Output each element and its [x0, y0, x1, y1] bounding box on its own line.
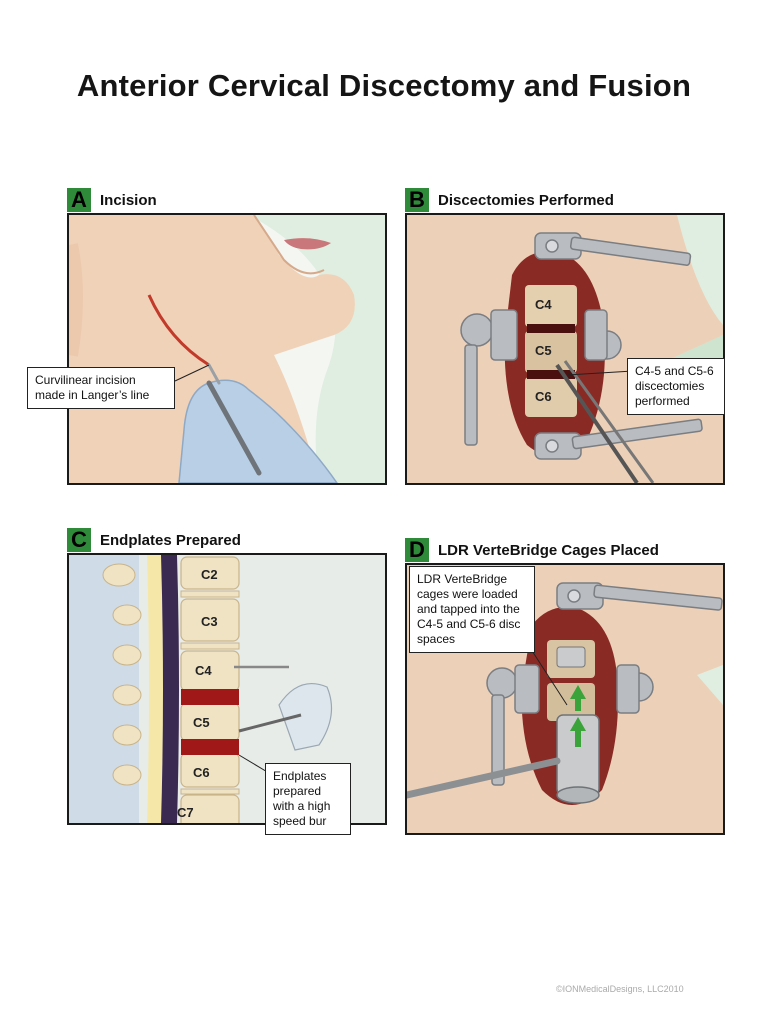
retractor-top [534, 232, 692, 266]
label-c4: C4 [195, 663, 212, 678]
label-c7: C7 [177, 805, 194, 820]
panel-b-title: Discectomies Performed [438, 191, 614, 209]
panel-b-header: B Discectomies Performed [405, 188, 614, 212]
panel-d-letter: D [405, 538, 429, 562]
spine-illustration: C2 C3 C4 C5 C6 C7 [69, 555, 385, 823]
label-c3: C3 [201, 614, 218, 629]
retractor-bottom [534, 418, 703, 460]
panel-a-letter: A [67, 188, 91, 212]
disc-c4-5 [181, 689, 239, 705]
retractor-left [486, 664, 540, 786]
panel-b-illustration: C4 C5 C6 [405, 213, 725, 485]
skin-area [69, 215, 355, 483]
panel-a-illustration [67, 213, 387, 485]
arrow-up-icon [570, 717, 586, 747]
panel-d-illustration [405, 563, 725, 835]
ligament [161, 555, 179, 823]
panel-b: B Discectomies Performed C4 C5 C6 [405, 188, 735, 500]
spinal-cord [147, 555, 163, 823]
scalpel [206, 380, 262, 476]
disc-c5-6 [181, 739, 239, 755]
retractor-right [616, 664, 654, 714]
lips [284, 238, 331, 250]
high-speed-bur [238, 713, 302, 733]
panel-a-title: Incision [100, 191, 157, 209]
panel-d-header: D LDR VerteBridge Cages Placed [405, 538, 659, 562]
gloved-hand [278, 683, 333, 751]
vertebra-c6 [525, 377, 577, 417]
cage-inserter [556, 685, 600, 804]
panel-b-callout: C4-5 and C5-6 discectomies performed [627, 358, 725, 415]
panel-c-letter: C [67, 528, 91, 552]
gloved-hand [178, 379, 338, 483]
discectomy-illustration: C4 C5 C6 [407, 215, 723, 483]
panel-a: A Incision Curvilinear incision made in … [27, 188, 397, 500]
panel-d-title: LDR VerteBridge Cages Placed [438, 541, 659, 559]
retractor-left [460, 309, 518, 446]
arrow-up-icon [570, 685, 586, 711]
vertebra-c5 [525, 331, 577, 373]
retractor-top [556, 582, 723, 611]
panel-c-header: C Endplates Prepared [67, 528, 241, 552]
panel-a-header: A Incision [67, 188, 157, 212]
panel-c: C Endplates Prepared [67, 528, 397, 840]
spinous-processes [102, 563, 142, 786]
page-title: Anterior Cervical Discectomy and Fusion [76, 68, 692, 103]
vertebral-bodies [180, 556, 240, 823]
panel-c-title: Endplates Prepared [100, 531, 241, 549]
forceps [555, 363, 639, 483]
label-c5: C5 [193, 715, 210, 730]
cage-c4-5 [556, 646, 586, 668]
panel-d: D LDR VerteBridge Cages Placed [405, 538, 735, 850]
label-c6: C6 [193, 765, 210, 780]
label-c5: C5 [535, 343, 552, 358]
panel-a-callout: Curvilinear incision made in Langer’s li… [27, 367, 175, 409]
neck-incision-illustration [69, 215, 385, 483]
copyright-text: ©IONMedicalDesigns, LLC2010 [556, 984, 684, 994]
label-c2: C2 [201, 567, 218, 582]
inserter-handle [407, 757, 561, 799]
retractor-right [584, 309, 622, 361]
panel-d-callout: LDR VerteBridge cages were loaded and ta… [409, 566, 535, 653]
cage-placement-illustration [407, 565, 723, 833]
panel-c-callout: Endplates prepared with a high speed bur [265, 763, 351, 835]
panel-b-letter: B [405, 188, 429, 212]
incision-line [147, 294, 210, 367]
label-c6: C6 [535, 389, 552, 404]
label-c4: C4 [535, 297, 552, 312]
vertebra-c4 [525, 285, 577, 327]
